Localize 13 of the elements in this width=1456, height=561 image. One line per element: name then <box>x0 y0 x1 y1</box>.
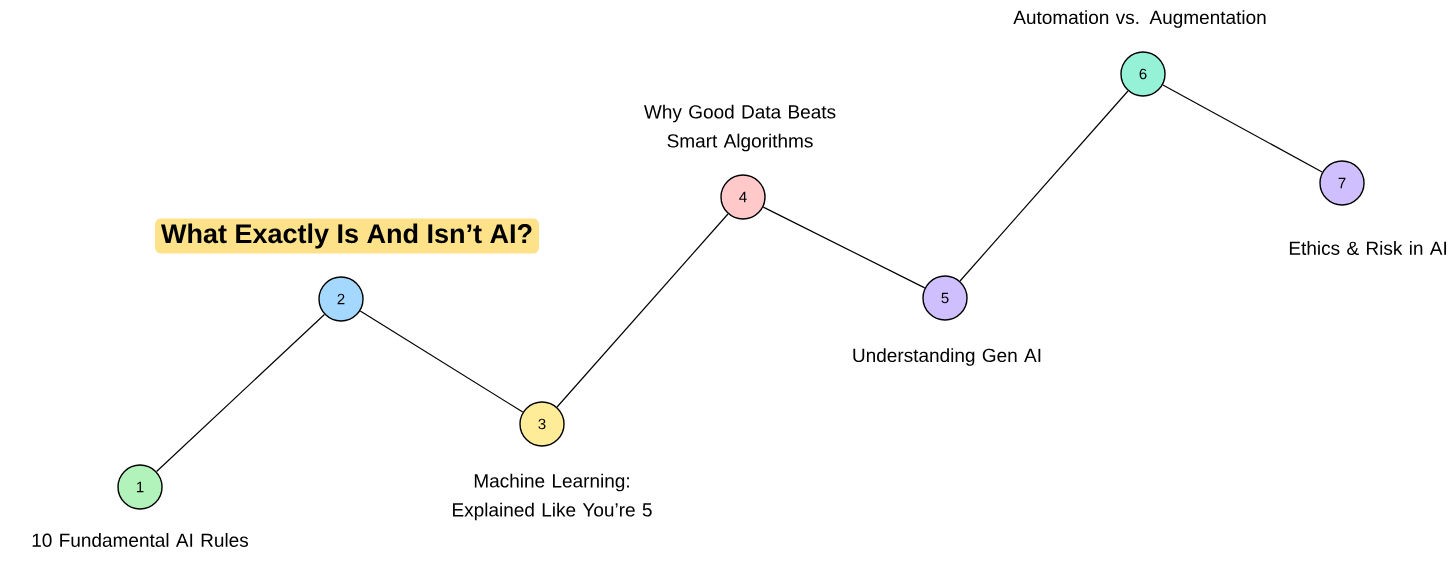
step-label: Machine Learning: Explained Like You’re 5 <box>453 473 652 521</box>
step-label: Understanding Gen AI <box>853 348 1041 366</box>
connector-line <box>762 206 926 289</box>
connector-line <box>359 310 524 413</box>
connector-line <box>959 90 1129 282</box>
title-highlight: What Exactly Is And Isn’t AI? <box>155 218 540 254</box>
step-label: 10 Fundamental AI Rules <box>32 533 249 547</box>
step-label: Ethics & Risk in AI <box>1289 241 1447 255</box>
step-label: Why Good Data Beats Smart Algorithms <box>644 104 836 152</box>
step-label: Automation vs. Augmentation <box>1013 10 1266 28</box>
connector-line <box>1162 84 1323 173</box>
connector-line <box>556 213 729 408</box>
connector-line <box>156 313 326 473</box>
